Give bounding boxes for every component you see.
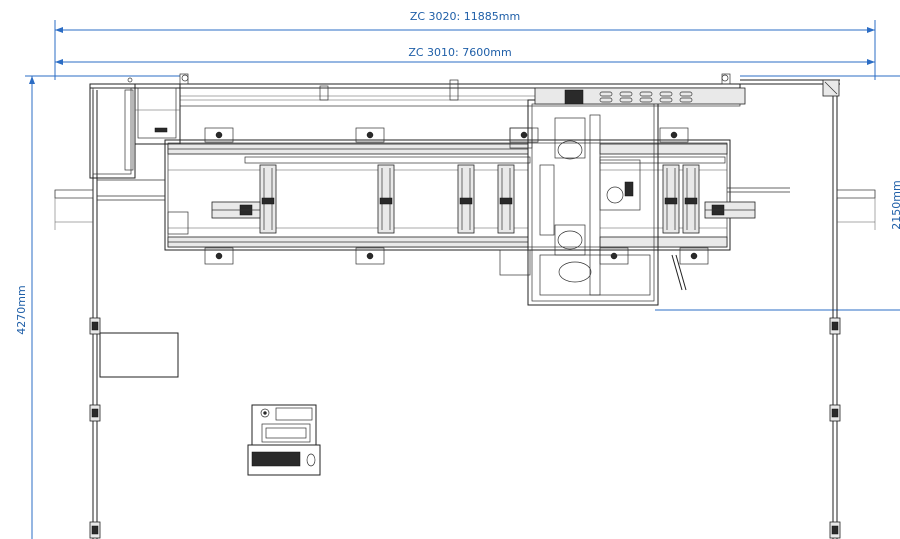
- foot-top-2: [355, 127, 385, 143]
- fence-post-left-2: [89, 404, 101, 422]
- clamp-6: [682, 164, 700, 234]
- machining-head: [499, 87, 746, 306]
- side-table: [99, 332, 179, 378]
- overall-depth-label: 4270mm: [15, 285, 28, 334]
- end-stops: [211, 201, 756, 219]
- clamp-4: [497, 164, 515, 234]
- fence-post-right-3: [829, 521, 841, 539]
- fence-post-right-1: [829, 317, 841, 335]
- dimension-machine-width: ZC 3010: 7600mm: [55, 46, 875, 65]
- dimension-right-depth: 2150mm: [655, 75, 900, 311]
- clamp-3: [457, 164, 475, 234]
- foot-bottom-2: [355, 247, 385, 265]
- dimension-overall-width: ZC 3020: 11885mm: [54, 10, 876, 80]
- fence-post-left-1: [89, 317, 101, 335]
- foot-bottom-1: [204, 247, 234, 265]
- overall-width-label: ZC 3020: 11885mm: [410, 10, 520, 23]
- foot-bottom-4: [679, 247, 709, 265]
- end-stop-right: [704, 201, 756, 219]
- operator-console: [247, 404, 321, 476]
- fence-post-left-3: [89, 521, 101, 539]
- end-stop-left: [211, 201, 261, 219]
- fence-post-right-2: [829, 404, 841, 422]
- clamp-carriages: [259, 164, 700, 234]
- right-depth-label: 2150mm: [890, 180, 900, 229]
- control-cabinet: [89, 83, 181, 179]
- foot-top-1: [204, 127, 234, 143]
- support-feet: [204, 127, 709, 265]
- clamp-5: [662, 164, 680, 234]
- fence-corner-top-right: [822, 79, 840, 97]
- machine-width-label: ZC 3010: 7600mm: [408, 46, 511, 59]
- clamp-2: [377, 164, 395, 234]
- fence-posts: [89, 79, 841, 539]
- clamp-1: [259, 164, 277, 234]
- dimension-overall-depth: 4270mm: [15, 75, 180, 539]
- head-slots: [599, 91, 693, 103]
- foot-top-4: [659, 127, 689, 143]
